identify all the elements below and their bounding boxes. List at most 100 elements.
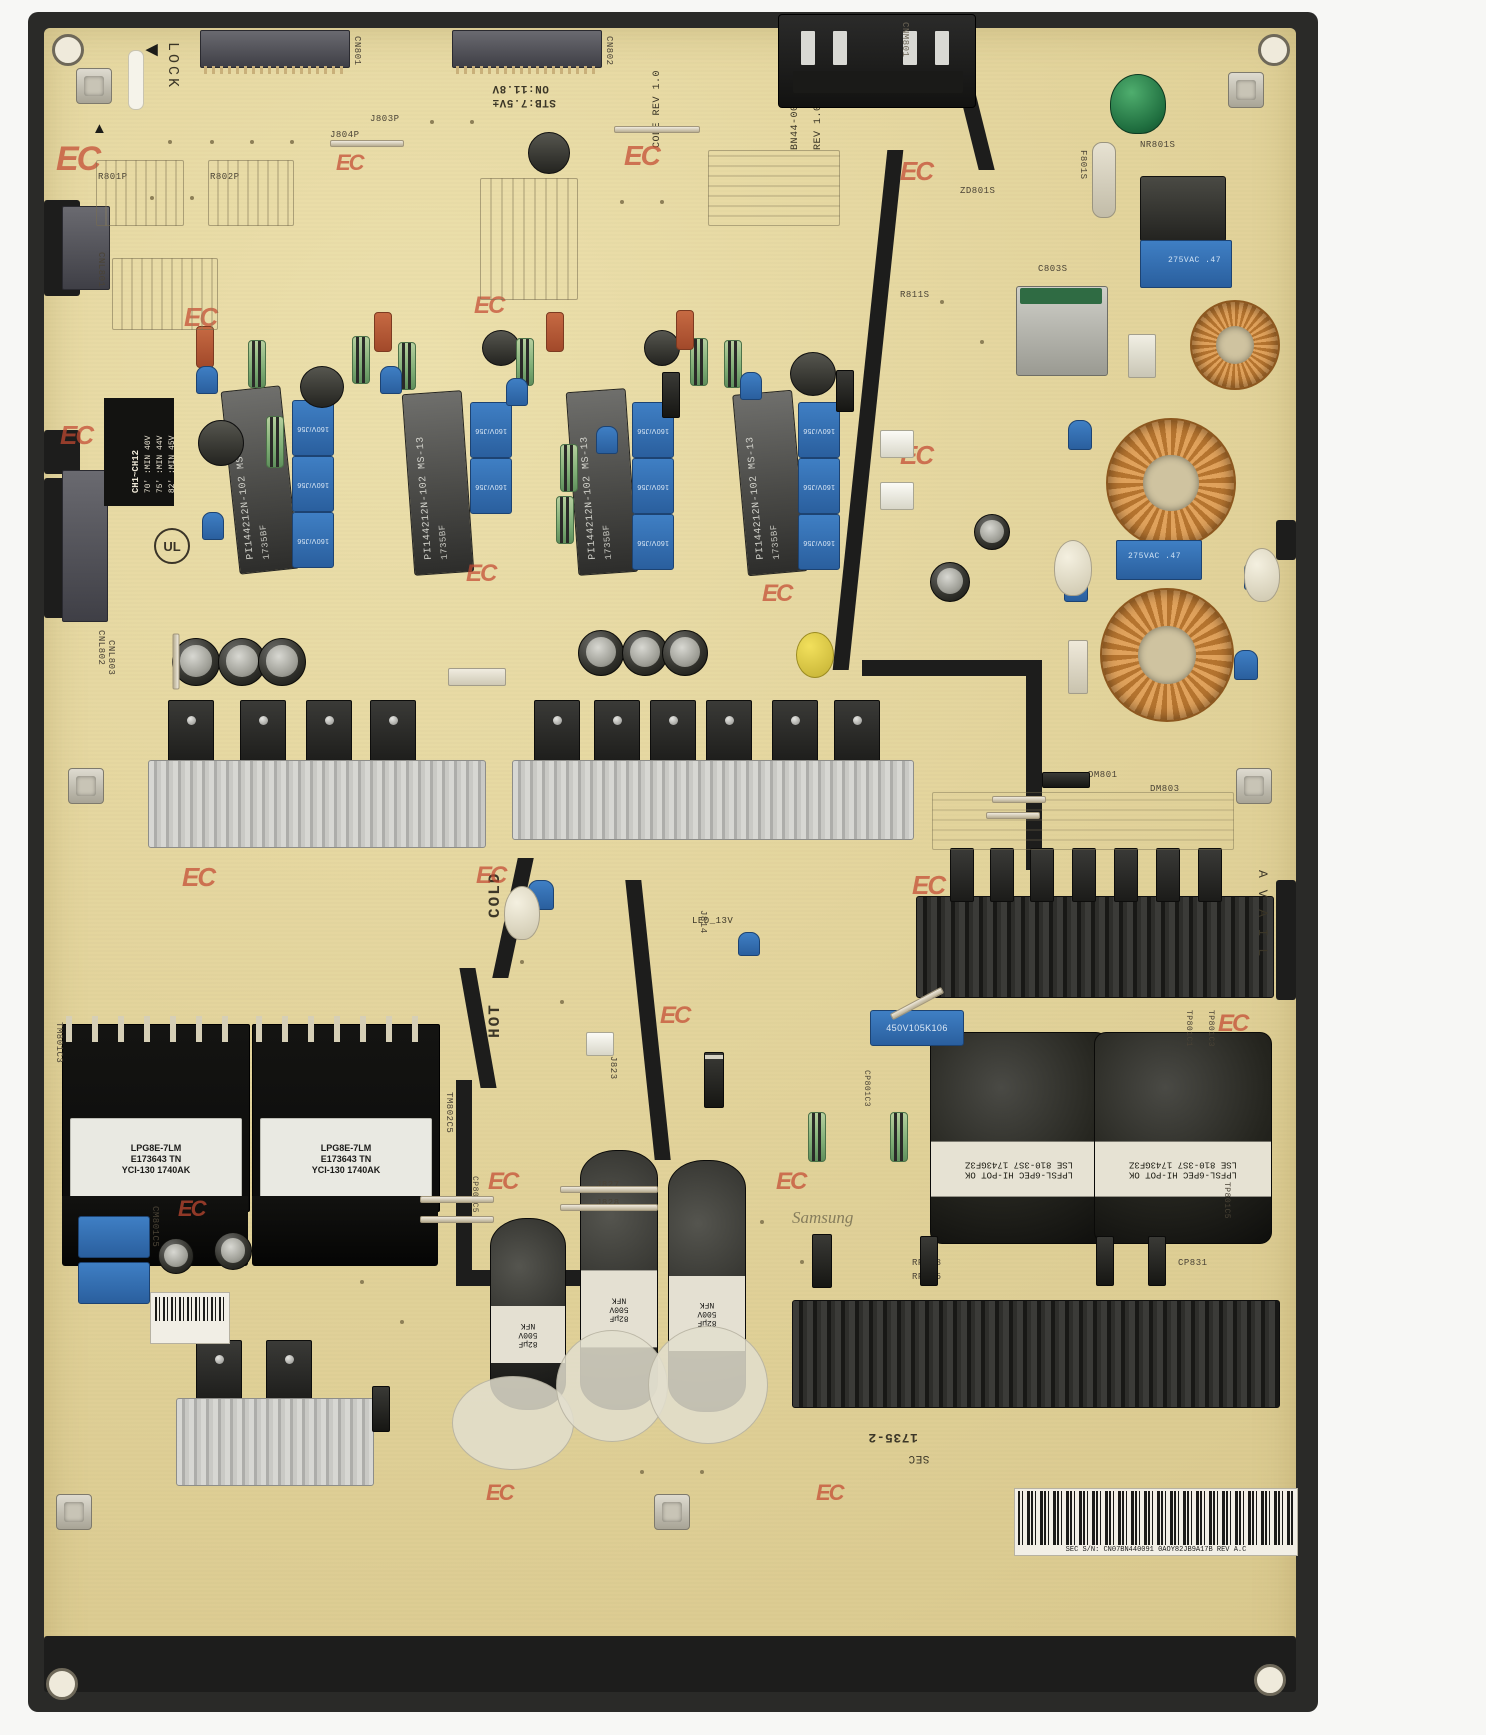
y-cap-disc-yellow [796, 632, 834, 678]
jumper-6 [420, 1196, 494, 1203]
connector-cnl803-ref: CNL803 [106, 640, 116, 676]
mosfet-q10 [834, 700, 880, 768]
jumper-9 [992, 796, 1046, 803]
connector-cn802[interactable] [452, 30, 602, 74]
ec-logo-5: EC [184, 302, 218, 333]
mosfet-q5 [534, 700, 580, 768]
ac-inlet-ref: CNM801 [900, 22, 910, 58]
jumper-3 [172, 633, 180, 690]
resistor-r13 [676, 310, 694, 350]
jumper-2 [614, 126, 700, 133]
ceramic-cap-3 [506, 378, 528, 406]
mosfet-q12 [266, 1340, 312, 1406]
film-cap-2: 160V/J56 [292, 456, 334, 512]
heatsink-right-top [916, 896, 1274, 998]
cap-bl-ref: CM801C5 [150, 1206, 160, 1248]
mount-hole-top-right [1258, 34, 1290, 66]
diode-axial-3 [812, 1234, 832, 1288]
jumper-1 [330, 140, 404, 147]
silk-ref-block-8: NR801S [1140, 140, 1176, 150]
silk-ref-block-16: J827 [596, 1180, 620, 1190]
transformer-2: LPG8E-7LM E173643 TN YCI-130 1740AK [252, 1024, 440, 1212]
resistor-r12 [546, 312, 564, 352]
sticker-small [150, 1292, 230, 1344]
mosfet-q11 [196, 1340, 242, 1406]
mosfet-q8 [706, 700, 752, 768]
optocoupler-1 [880, 430, 914, 458]
connector-cnl801[interactable] [62, 206, 110, 290]
ceramic-cap-12 [738, 932, 760, 956]
heatsink-left [148, 760, 486, 848]
diode-axial-8 [1148, 1236, 1166, 1286]
electrolytic-c1 [300, 366, 344, 408]
electrolytic-c12 [258, 638, 306, 686]
sec-mark-label: SEC [908, 1452, 930, 1464]
film-cap-4: 160V/J56 [470, 402, 512, 458]
ceramic-cap-7 [1068, 420, 1092, 450]
mosfet-q1 [168, 700, 214, 768]
resistor-r5 [560, 444, 578, 492]
diode-axial-11 [836, 370, 854, 412]
connector-cnl802[interactable] [62, 470, 108, 622]
chassis-mount-3 [68, 768, 104, 804]
chassis-mount-5 [56, 1494, 92, 1530]
diode-d1 [950, 848, 974, 902]
fuse [1092, 142, 1116, 218]
ec-logo-18: EC [178, 1196, 207, 1221]
unpopulated-footprint-3 [208, 160, 294, 226]
inductor-module-2 [401, 390, 475, 576]
film-cap-3: 160V/J56 [292, 512, 334, 568]
ec-logo-1: EC [56, 140, 101, 178]
resistor-r2 [352, 336, 370, 384]
electrolytic-c15 [662, 630, 708, 676]
silk-ref-block-2: R802P [210, 172, 240, 182]
ceramic-cap-6 [202, 512, 224, 540]
y-cap-disc-3 [504, 886, 540, 940]
unpopulated-footprint-5 [708, 150, 840, 226]
silk-ref-block-14: J814 [698, 910, 708, 934]
electrolytic-bl-2 [214, 1232, 252, 1270]
barcode-icon [1018, 1491, 1294, 1545]
diode-axial-4 [1042, 772, 1090, 788]
jumper-7 [420, 1216, 494, 1223]
arrow-left-icon: ◀ [146, 41, 158, 58]
optocoupler-3 [586, 1032, 614, 1056]
silk-ref-block-5: ZD801S [960, 186, 996, 196]
bulk-cap-right-2: LPFSL-6PEC HI-POT OK LSE 810-3S7 1743GF3… [1094, 1032, 1272, 1244]
silk-ref-block-6: R811S [900, 290, 930, 300]
electrolytic-c5 [198, 420, 244, 466]
ceramic-cap-5 [740, 372, 762, 400]
unpopulated-footprint-2 [112, 258, 218, 330]
test-point-cp801c3: CP801C3 [862, 1070, 871, 1108]
ul-mark-icon: UL [154, 528, 190, 564]
heatsink-right-bottom [792, 1300, 1280, 1408]
ac-inlet-connector[interactable] [778, 14, 976, 108]
samsung-script-mark: Samsung [792, 1208, 854, 1227]
bulk-cap-right-2-label: LPFSL-6PEC HI-POT OK LSE 810-3S7 1743GF3… [1095, 1142, 1271, 1197]
bulk-cap-1-label: 82µF 500V NFK [491, 1306, 565, 1364]
isolation-slot-g [862, 660, 1042, 676]
mount-hole-bottom-right [1254, 1664, 1286, 1696]
diode-d7 [1198, 848, 1222, 902]
mosfet-q7 [650, 700, 696, 768]
test-point-tp801c1: TP801C1 [1184, 1010, 1193, 1048]
channel-voltage-note: CH1~CH12 70' :MIN 40V 75' :MIN 44V 82' :… [104, 398, 177, 506]
common-mode-choke-1 [1140, 176, 1226, 242]
connector-cnl802-ref: CNL802 [96, 630, 106, 666]
silk-ref-block-3: J804P [330, 130, 360, 140]
ec-logo-12: EC [476, 862, 507, 889]
bulk-cap-right-1: LPFSL-6PEC HI-POT OK LSE 810-3S7 1743GF3… [930, 1032, 1108, 1244]
unpopulated-footprint-4 [480, 178, 578, 300]
silk-ref-block-10: DM803 [1150, 784, 1180, 794]
lock-slot [128, 50, 144, 110]
silk-ref-block-17: J828 [596, 1198, 620, 1208]
resistor-r3 [398, 342, 416, 390]
diode-axial-10 [662, 372, 680, 418]
resistor-r11 [374, 312, 392, 352]
film-cap-11: 160V/J56 [798, 514, 840, 570]
edge-slot-right-2 [1276, 880, 1296, 1000]
heatsink-bottom-left [176, 1398, 374, 1486]
connector-cn801[interactable] [200, 30, 350, 74]
edge-slot-right-1 [1276, 520, 1296, 560]
transformer-2-ref: TM802C5 [444, 1092, 454, 1134]
